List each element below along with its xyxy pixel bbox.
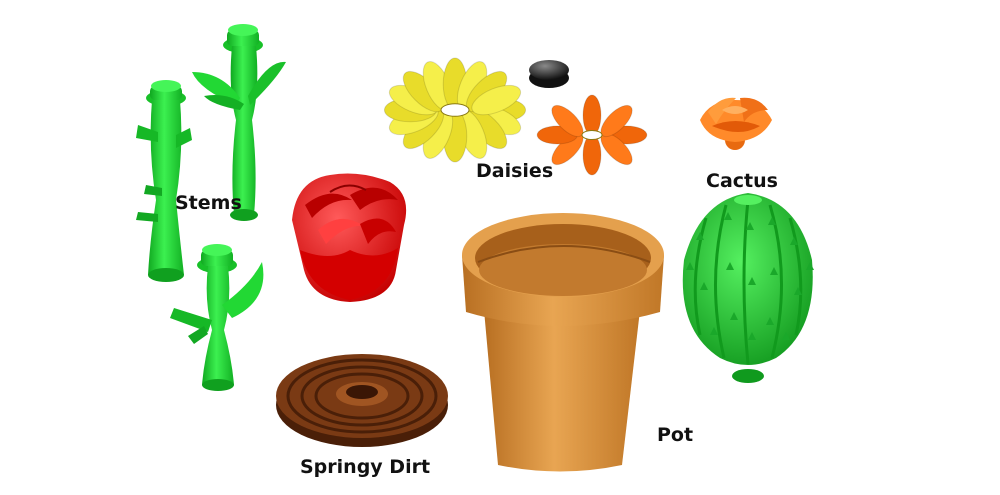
- flower-pot: [462, 213, 664, 472]
- label-stems: Stems: [175, 192, 242, 214]
- cactus-body: [682, 193, 814, 383]
- cactus-flower: [700, 97, 772, 150]
- rose-flower: [292, 173, 407, 302]
- label-cactus: Cactus: [706, 170, 778, 192]
- stem-short-leaf: [170, 244, 264, 391]
- springy-dirt: [276, 354, 448, 447]
- stem-tall-leaves: [192, 24, 286, 221]
- label-pot: Pot: [657, 424, 694, 446]
- stem-tall-left: [136, 80, 192, 282]
- label-springy-dirt: Springy Dirt: [300, 456, 431, 478]
- black-button-piece: [529, 60, 569, 88]
- daisy-yellow: [383, 57, 527, 163]
- daisy-orange: [536, 94, 648, 176]
- label-daisies: Daisies: [476, 160, 554, 182]
